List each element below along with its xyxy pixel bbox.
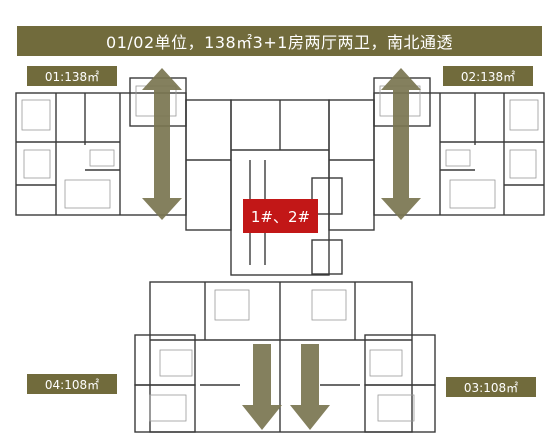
unit-03-label: 03:108㎡ — [446, 377, 536, 397]
single-arrow-icon — [242, 344, 282, 430]
walls — [15, 77, 545, 433]
double-arrow-icon — [381, 68, 421, 220]
core-label: 1#、2# — [243, 199, 318, 233]
unit-01-label: 01:138㎡ — [27, 66, 117, 86]
unit-02-label: 02:138㎡ — [443, 66, 533, 86]
ventilation-arrows — [142, 68, 421, 430]
unit-04-label: 04:108㎡ — [27, 374, 117, 394]
page-title: 01/02单位，138㎡3+1房两厅两卫，南北通透 — [17, 26, 542, 56]
single-arrow-icon — [290, 344, 330, 430]
double-arrow-icon — [142, 68, 182, 220]
